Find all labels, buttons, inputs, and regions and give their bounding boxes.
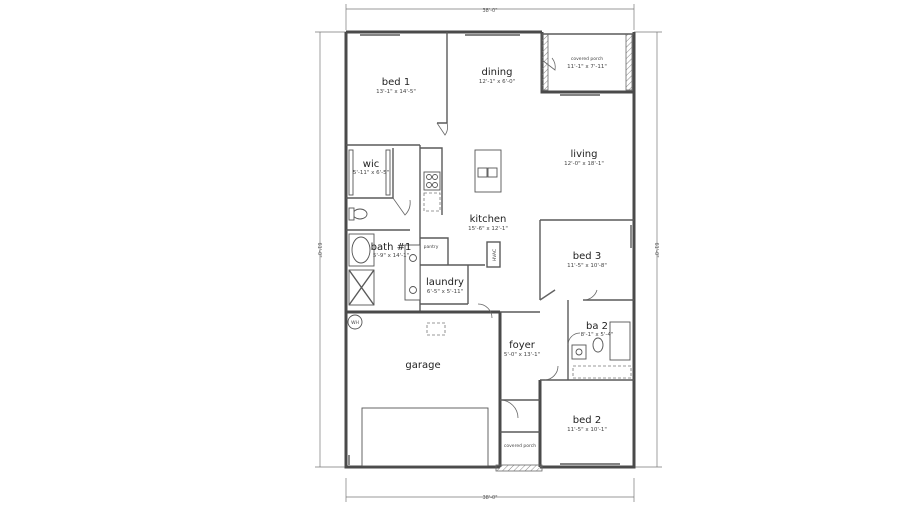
dim-depth-left: 61'-0" <box>316 242 322 257</box>
room-bed2-name: bed 2 <box>573 415 601 426</box>
room-rear-porch-dims: 11'-1" x 7'-11" <box>567 64 607 70</box>
room-ba2-dims: 8'-1" x 5'-4" <box>581 332 614 338</box>
room-laundry-name: laundry <box>426 277 464 288</box>
hvac-label: HVAC <box>492 249 498 261</box>
fixtures <box>347 149 632 472</box>
range <box>423 171 441 191</box>
room-bed1-dims: 13'-1" x 14'-5" <box>376 89 416 95</box>
exterior-walls <box>344 30 636 469</box>
pantry-label: pantry <box>424 244 439 250</box>
dim-width-top: 38'-0" <box>482 8 497 14</box>
dim-width-bottom: 38'-0" <box>482 495 497 501</box>
room-bed1-name: bed 1 <box>382 77 410 88</box>
room-living-dims: 12'-0" x 18'-1" <box>564 161 604 167</box>
room-bed3-name: bed 3 <box>573 251 601 262</box>
dimension-lines: 38'-0" 38'-0" 61'-0" 61'-0" <box>315 4 662 502</box>
room-garage-name: garage <box>405 360 440 371</box>
room-dining-name: dining <box>482 67 513 78</box>
room-wic-dims: 5'-11" x 6'-5" <box>353 170 389 176</box>
room-wic-name: wic <box>363 159 379 170</box>
room-labels: bed 1 13'-1" x 14'-5" dining 12'-1" x 6'… <box>351 56 613 449</box>
room-bed3-dims: 11'-5" x 10'-8" <box>567 263 607 269</box>
windows <box>348 34 632 465</box>
water-heater-label: WH <box>351 320 359 326</box>
water-heater <box>347 314 363 330</box>
room-rear-porch-name: covered porch <box>571 56 603 62</box>
room-bath1-name: bath #1 <box>371 242 412 253</box>
room-foyer-dims: 5'-0" x 13'-1" <box>504 352 540 358</box>
room-living-name: living <box>571 149 598 160</box>
dim-depth-right: 61'-0" <box>653 242 659 257</box>
room-foyer-name: foyer <box>509 340 536 351</box>
rear-porch <box>541 33 634 91</box>
room-laundry-dims: 6'-5" x 5'-11" <box>427 289 463 295</box>
room-bath1-dims: 5'-9" x 14'-1" <box>373 253 409 259</box>
room-kitchen-name: kitchen <box>470 214 507 225</box>
garage-door <box>361 407 489 467</box>
room-ba2-name: ba 2 <box>586 321 608 332</box>
room-bed2-dims: 11'-5" x 10'-1" <box>567 427 607 433</box>
room-front-porch-name: covered porch <box>504 443 536 449</box>
room-dining-dims: 12'-1" x 6'-0" <box>479 79 515 85</box>
room-kitchen-dims: 15'-6" x 12'-1" <box>468 226 508 232</box>
doors <box>392 57 598 419</box>
